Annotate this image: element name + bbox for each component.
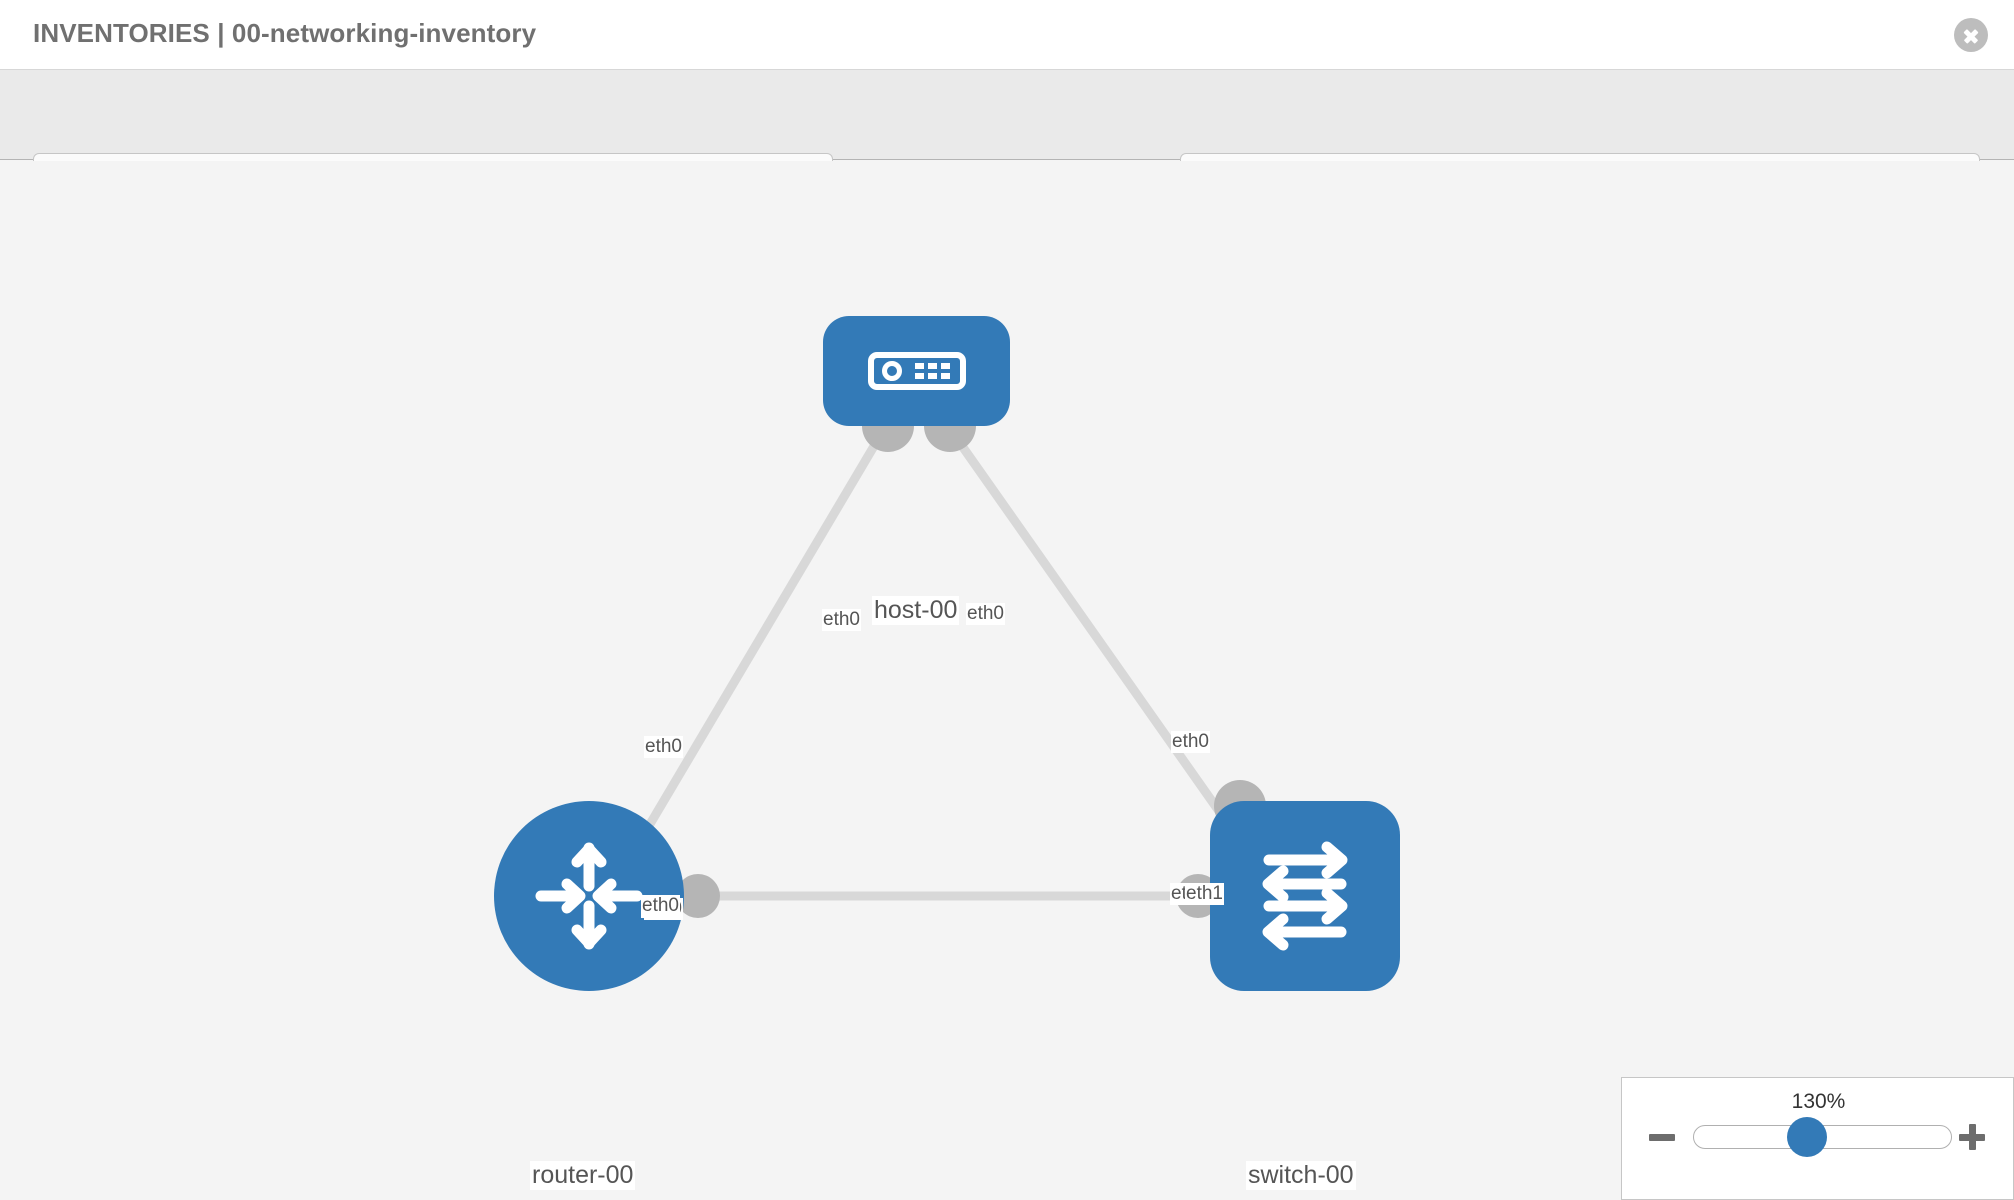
zoom-control-panel: 130%: [1621, 1077, 2014, 1200]
iface-label-switch-up: eth0: [1171, 731, 1210, 753]
toolbar: ACTIONS SEARCH: [0, 70, 2014, 203]
iface-label-host-right: eth0: [966, 603, 1005, 625]
page-header: INVENTORIES | 00-networking-inventory: [0, 0, 2014, 70]
topology-canvas[interactable]: host-00 eth0 eth0 router-00 eth0 eth0 et…: [0, 161, 2014, 1200]
iface-label-router-link: eth0: [641, 895, 680, 917]
zoom-slider-thumb[interactable]: [1787, 1117, 1827, 1157]
node-switch-00[interactable]: [1210, 801, 1400, 991]
node-host-00[interactable]: [823, 316, 1010, 426]
iface-label-switch-left: eth1: [1185, 883, 1224, 905]
page-title: INVENTORIES | 00-networking-inventory: [33, 18, 537, 48]
zoom-in-button[interactable]: [1959, 1124, 1985, 1150]
router-arrows-icon: [535, 842, 643, 950]
iface-label-host-left: eth0: [822, 609, 861, 631]
zoom-level-value: 130%: [1791, 1090, 1846, 1113]
topology-links: [636, 400, 1266, 918]
node-label-router-00: router-00: [530, 1161, 636, 1190]
close-icon[interactable]: [1954, 18, 1988, 52]
node-label-host-00: host-00: [872, 596, 960, 625]
switch-arrows-icon: [1262, 841, 1348, 951]
server-icon: [867, 352, 966, 390]
iface-label-router-uplink: eth0: [644, 736, 683, 758]
zoom-out-button[interactable]: [1649, 1124, 1675, 1150]
node-label-switch-00: switch-00: [1246, 1161, 1356, 1190]
